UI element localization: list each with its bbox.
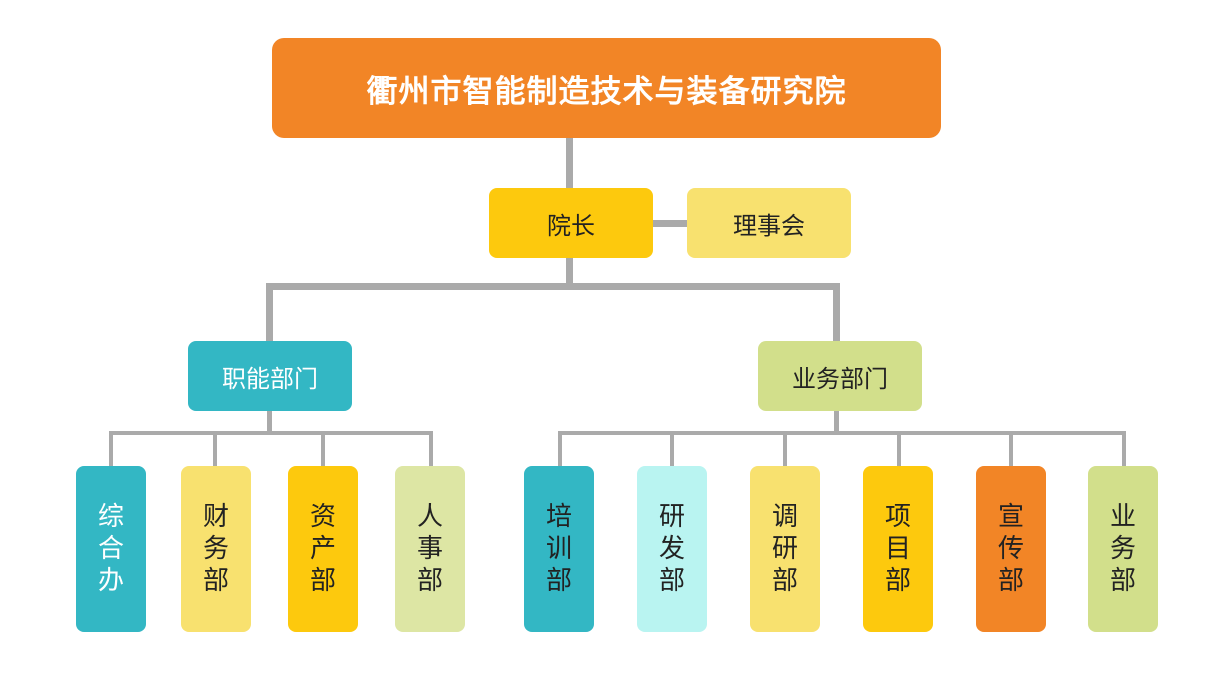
connector-left-horizontal (109, 431, 433, 435)
department-node: 综合办 (76, 466, 146, 632)
president-node: 院长 (489, 188, 653, 258)
connector-head-trunk (566, 258, 573, 289)
department-node: 人事部 (395, 466, 465, 632)
connector-leaf-6 (670, 431, 674, 466)
connector-leaf-8 (897, 431, 901, 466)
root-node: 衢州市智能制造技术与装备研究院 (272, 38, 941, 138)
department-node: 财务部 (181, 466, 251, 632)
connector-leaf-9 (1009, 431, 1013, 466)
board-node: 理事会 (687, 188, 851, 258)
department-node: 项目部 (863, 466, 933, 632)
connector-to-group-left (266, 283, 273, 341)
connector-group-right-down (834, 411, 839, 433)
department-node: 宣传部 (976, 466, 1046, 632)
connector-group-left-down (267, 411, 272, 433)
connector-right-horizontal (558, 431, 1126, 435)
connector-leaf-1 (109, 431, 113, 466)
department-node: 资产部 (288, 466, 358, 632)
department-node: 调研部 (750, 466, 820, 632)
connector-head-board (653, 220, 687, 227)
department-node: 培训部 (524, 466, 594, 632)
connector-leaf-7 (783, 431, 787, 466)
group-business: 业务部门 (758, 341, 922, 411)
connector-leaf-4 (429, 431, 433, 466)
department-node: 研发部 (637, 466, 707, 632)
group-functional: 职能部门 (188, 341, 352, 411)
connector-leaf-10 (1122, 431, 1126, 466)
connector-leaf-2 (213, 431, 217, 466)
connector-root-head (566, 138, 573, 188)
connector-to-group-right (833, 283, 840, 341)
connector-leaf-5 (558, 431, 562, 466)
connector-groups-horizontal (266, 283, 840, 290)
connector-leaf-3 (321, 431, 325, 466)
department-node: 业务部 (1088, 466, 1158, 632)
